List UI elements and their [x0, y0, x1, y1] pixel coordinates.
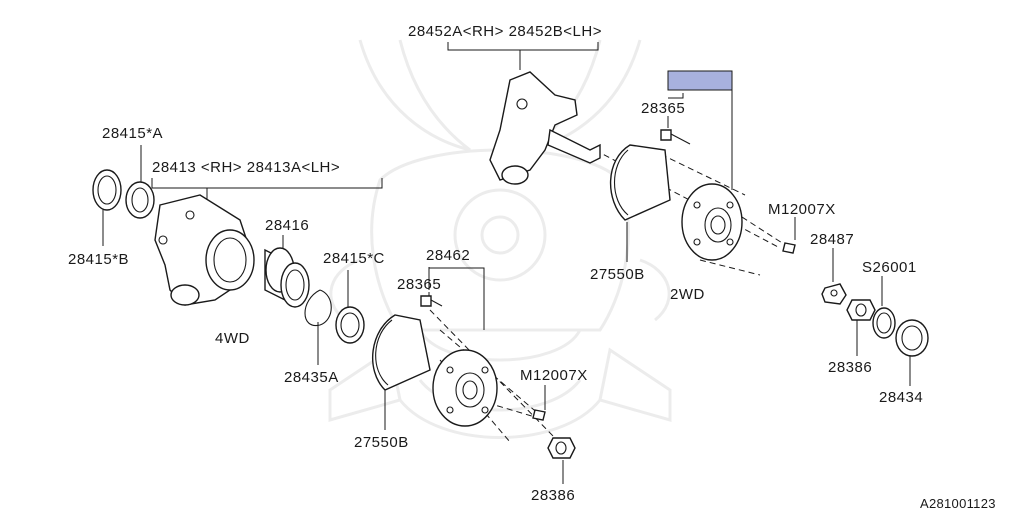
- samurai-helmet-watermark-icon: [328, 39, 672, 439]
- callout-bearing[interactable]: 28416: [265, 217, 309, 234]
- stud-2wd-part: [782, 242, 796, 254]
- knuckle-2wd-part: [489, 71, 601, 185]
- callout-cap[interactable]: 28434: [879, 389, 923, 406]
- callout-hub-4wd[interactable]: 28462: [426, 247, 470, 264]
- label-2wd: 2WD: [670, 286, 705, 303]
- highlight-box: [667, 70, 733, 91]
- callout-seal-outer[interactable]: 28415*A: [102, 125, 163, 142]
- housing-4wd-part: [154, 194, 255, 306]
- nut-2wd-part: [846, 299, 876, 321]
- callout-seal-b[interactable]: 28415*B: [68, 251, 129, 268]
- washer-part: [821, 283, 847, 305]
- label-4wd: 4WD: [215, 330, 250, 347]
- snap-ring-part: [304, 289, 332, 326]
- callout-sensor-ring-2wd[interactable]: 27550B: [590, 266, 645, 283]
- bolt-4wd-part: [420, 295, 443, 307]
- callout-knuckle-2wd[interactable]: 28452A<RH> 28452B<LH>: [408, 23, 602, 40]
- cap-part: [895, 319, 929, 357]
- seal-b-part: [125, 181, 155, 219]
- callout-seal-c[interactable]: 28415*C: [323, 250, 385, 267]
- callout-labels: 28452A<RH> 28452B<LH> 28415*A 28413 <RH>…: [68, 23, 996, 511]
- callout-sensor-ring-4wd[interactable]: 27550B: [354, 434, 409, 451]
- bearing-part: [264, 247, 310, 308]
- sensor-ring-4wd-part: [371, 314, 431, 391]
- callout-snap-ring[interactable]: 28435A: [284, 369, 339, 386]
- seal-outer-part: [92, 169, 122, 211]
- seal-c-part: [335, 306, 365, 344]
- seal-ring-part: [872, 307, 896, 339]
- callout-stud-4wd[interactable]: M12007X: [520, 367, 588, 384]
- sensor-ring-2wd-part: [609, 144, 671, 221]
- callout-seal-ring[interactable]: S26001: [862, 259, 917, 276]
- reference-code: A281001123: [920, 496, 996, 511]
- callout-nut-4wd[interactable]: 28386: [531, 487, 575, 504]
- callout-bolt-4wd[interactable]: 28365: [397, 276, 441, 293]
- callout-bolt-2wd[interactable]: 28365: [641, 100, 685, 117]
- stud-4wd-part: [532, 409, 546, 421]
- nut-4wd-part: [547, 437, 576, 459]
- callout-stud-2wd[interactable]: M12007X: [768, 201, 836, 218]
- bolt-2wd-part: [660, 129, 691, 145]
- hub-4wd-part: [432, 349, 498, 427]
- callout-washer[interactable]: 28487: [810, 231, 854, 248]
- callout-housing-4wd[interactable]: 28413 <RH> 28413A<LH>: [152, 159, 340, 176]
- callout-nut-2wd[interactable]: 28386: [828, 359, 872, 376]
- hub-2wd-part: [681, 183, 743, 261]
